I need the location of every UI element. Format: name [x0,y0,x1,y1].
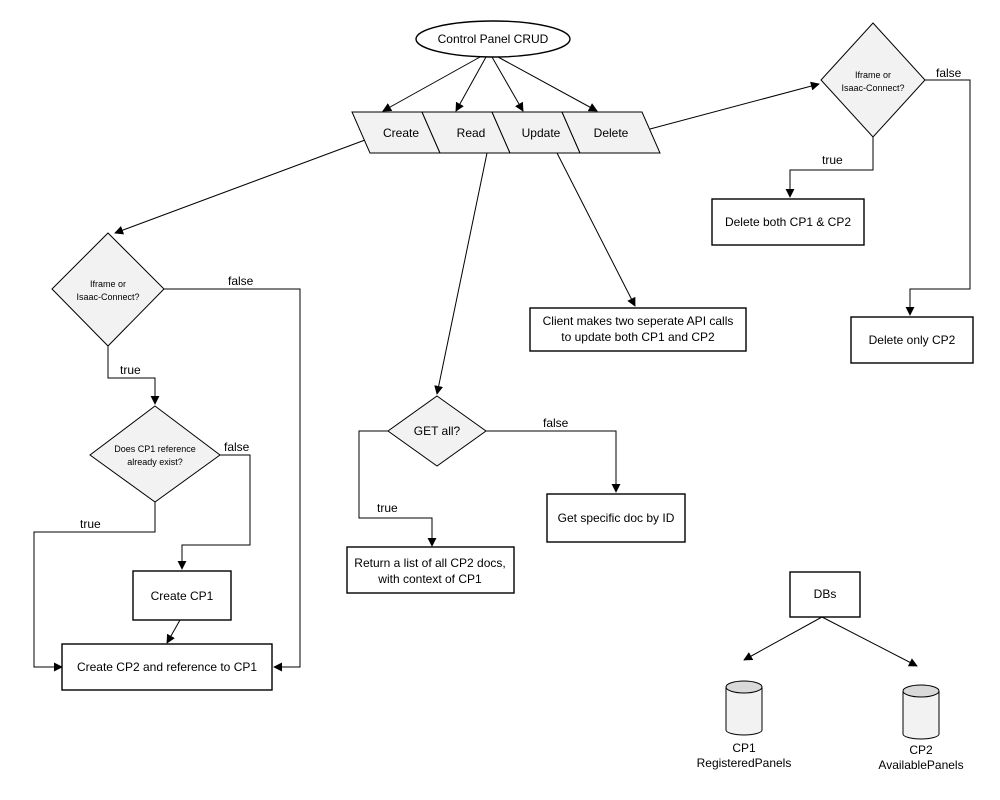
op-update-label: Update [522,126,561,140]
return-list-line2: with context of CP1 [377,572,482,586]
cp2-db-sub: AvailablePanels [878,758,963,772]
label-exist-false: false [224,440,250,454]
update-branch: Client makes two seperate API calls to u… [529,307,747,352]
op-delete-label: Delete [594,126,629,140]
label-create-false: false [228,274,254,288]
cp2-db-top [902,684,940,698]
label-create-true: true [120,363,141,377]
edge-delete-false [905,79,971,316]
edge-delete-decision [649,81,820,130]
edge-getall-false [486,430,621,493]
create-decision-line2: Isaac-Connect? [76,292,139,302]
delete-both-label: Delete both CP1 & CP2 [725,215,851,229]
getall-decision-label: GET all? [414,424,461,438]
delete-only-label: Delete only CP2 [869,333,956,347]
cp2-db-name: CP2 [909,743,933,757]
edge-decision-true [107,346,160,405]
edge-update-client [556,152,636,307]
return-list-line1: Return a list of all CP2 docs, [354,556,505,570]
edge-exist-true [33,502,156,672]
label-exist-true: true [80,517,101,531]
edge-decision-false [164,288,301,672]
getall-decision-shape [387,395,487,467]
delete-decision-line1: Iframe or [855,70,891,80]
edge-exist-false [177,454,251,570]
create-cp2-label: Create CP2 and reference to CP1 [77,660,257,674]
edges [33,56,971,672]
create-decision-line1: Iframe or [90,279,126,289]
op-read-label: Read [457,126,486,140]
edge-cp1-cp2 [166,619,181,644]
create-cp1-box [132,570,232,621]
label-delete-true: true [822,153,843,167]
cp2-database [902,684,940,740]
return-list-box [346,546,515,594]
delete-both-box [711,198,865,246]
delete-decision-shape [820,22,926,138]
op-delete-shape [561,111,661,154]
dbs-box [789,571,861,618]
cp1-db-body [725,687,763,736]
edge-read-getall [434,152,488,395]
cp1-database [725,680,763,736]
edge-dbs-cp1 [743,616,823,661]
edge-labels: true false false true true false true fa… [80,66,962,531]
create-cp1-label: Create CP1 [151,589,214,603]
crud-ops: Create Read Update Delete [351,111,661,154]
edge-delete-true [785,137,874,198]
delete-branch: Iframe or Isaac-Connect? Delete both CP1… [711,22,974,364]
dbs-label: DBs [814,587,837,601]
edge-root-delete [497,56,598,112]
create-decision-shape [51,232,165,347]
client-api-line2: to update both CP1 and CP2 [561,330,715,344]
delete-decision-line2: Isaac-Connect? [841,83,904,93]
edge-root-update [491,56,524,112]
op-create-label: Create [383,126,419,140]
edge-dbs-cp2 [821,616,918,667]
client-api-box [529,307,747,352]
root-label: Control Panel CRUD [438,32,549,46]
create-cp2-box [61,643,273,691]
label-getall-true: true [377,501,398,515]
edge-root-create [382,56,481,112]
cp1-db-sub: RegisteredPanels [697,756,792,770]
edge-create-decision [114,139,366,235]
exist-decision-line2: already exist? [127,457,183,467]
dbs-section: DBs CP1 RegisteredPanels CP2 AvailablePa… [697,571,964,772]
label-getall-false: false [543,416,569,430]
get-specific-label: Get specific doc by ID [558,511,675,525]
create-branch: Iframe or Isaac-Connect? Does CP1 refere… [51,232,273,691]
exist-decision-line1: Does CP1 reference [114,444,196,454]
client-api-line1: Client makes two seperate API calls [543,314,734,328]
delete-only-box [850,316,974,364]
cp1-db-top [725,680,763,694]
root-ellipse [415,20,571,58]
cp1-db-name: CP1 [732,741,756,755]
root-node: Control Panel CRUD [415,20,571,58]
label-delete-false: false [936,66,962,80]
exist-decision-shape [89,405,221,503]
edge-root-read [455,56,487,112]
cp2-db-body [902,691,940,740]
get-specific-box [546,493,686,543]
edge-getall-true [358,430,437,547]
read-branch: GET all? Return a list of all CP2 docs, … [346,395,686,594]
